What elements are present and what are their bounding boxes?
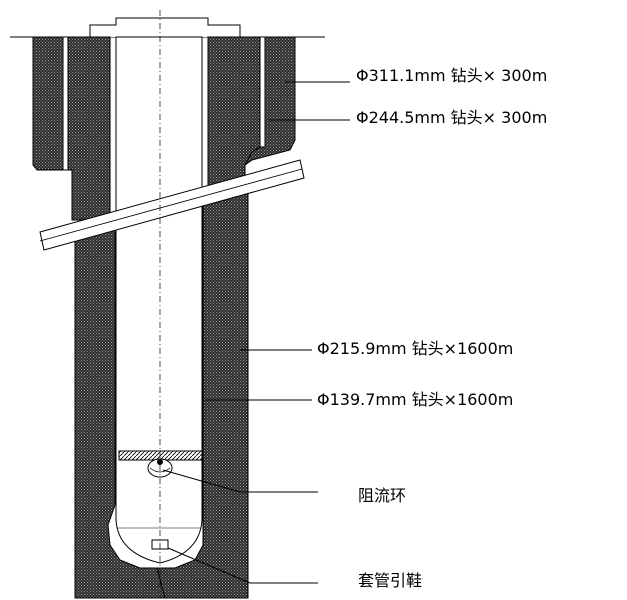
wellhead-outer bbox=[89, 17, 241, 37]
openhole-cement-right bbox=[156, 191, 249, 599]
openhole-cement-left bbox=[74, 221, 166, 599]
surface-casing-left-wall bbox=[62, 36, 69, 171]
label-float-collar: 阻流环 bbox=[358, 486, 407, 505]
label-casing-311: Φ311.1mm 钻头× 300m bbox=[356, 66, 548, 85]
leader-guide-shoe bbox=[167, 547, 318, 584]
formation-band-midline bbox=[39, 168, 303, 242]
production-cement-left-upper bbox=[67, 36, 111, 221]
float-valve-arc bbox=[149, 467, 171, 473]
leader-float-collar bbox=[162, 469, 318, 493]
surface-casing-right-wall bbox=[259, 36, 266, 148]
surface-cement-left bbox=[32, 36, 64, 171]
label-casing-244: Φ244.5mm 钻头× 300m bbox=[356, 108, 548, 127]
label-hole-215: Φ215.9mm 钻头×1600m bbox=[317, 339, 514, 358]
label-casing-139: Φ139.7mm 钻头×1600m bbox=[317, 390, 514, 409]
label-guide-shoe: 套管引鞋 bbox=[358, 571, 423, 590]
production-cement-right-upper bbox=[207, 36, 261, 196]
casing-bore bbox=[115, 36, 203, 564]
